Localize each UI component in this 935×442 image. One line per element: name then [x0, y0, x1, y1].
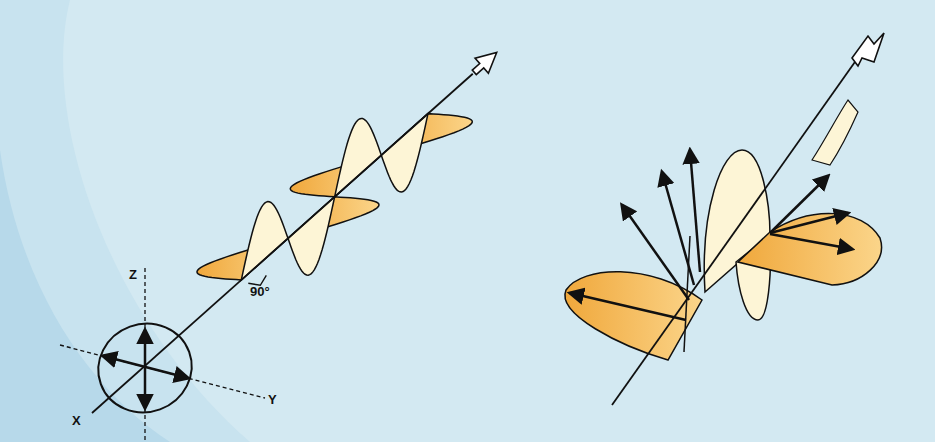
angle-label: 90°	[250, 285, 270, 298]
linear-wave-figure	[60, 268, 265, 440]
field-vector	[622, 205, 689, 300]
field-vector	[570, 293, 686, 320]
electric-wave	[335, 118, 382, 196]
z-axis	[144, 268, 145, 440]
vertical-vector	[144, 330, 147, 408]
open-arrowhead	[472, 52, 496, 74]
propagation-axis	[612, 52, 862, 405]
open-arrowhead	[852, 33, 884, 66]
yellow-lobe	[812, 100, 858, 165]
orange-lobe	[738, 213, 881, 285]
field-vector	[662, 172, 694, 285]
field-vector	[770, 234, 852, 249]
field-vector	[770, 213, 848, 233]
y-axis	[60, 345, 265, 398]
linear-wave	[92, 52, 497, 413]
axis-label: Z	[129, 268, 137, 281]
electric-wave	[241, 202, 288, 280]
field-vector	[690, 150, 700, 272]
electric-wave	[381, 114, 428, 192]
horizontal-vector	[103, 356, 188, 378]
background-corner	[0, 150, 170, 442]
background-band	[0, 0, 250, 442]
electric-wave	[288, 197, 335, 275]
angle-marker	[248, 275, 266, 285]
circular-wave-figure	[565, 33, 884, 405]
orange-lobe	[565, 272, 702, 360]
propagation-axis	[92, 74, 473, 413]
axis-label: Y	[268, 393, 277, 406]
axis-label: X	[72, 414, 81, 427]
